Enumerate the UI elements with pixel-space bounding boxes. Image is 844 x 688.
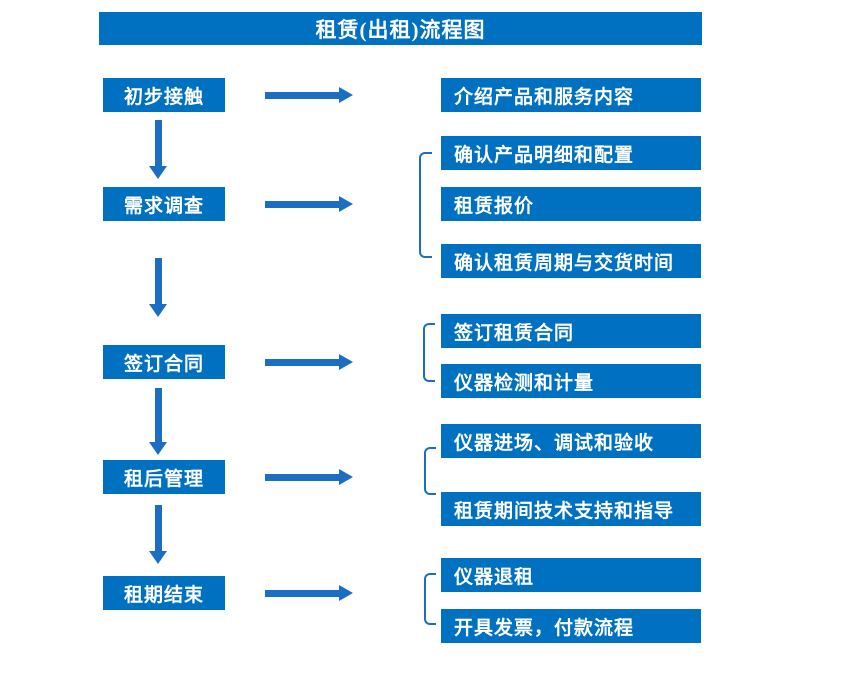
arrow-shaft <box>265 91 339 99</box>
group-bracket <box>419 152 432 258</box>
detail-box-instrument-setup: 仪器进场、调试和验收 <box>441 424 701 458</box>
group-bracket <box>423 323 435 382</box>
arrow-head <box>149 304 167 317</box>
arrow-shaft <box>265 589 339 597</box>
arrow-right-icon <box>265 469 353 485</box>
arrow-head <box>339 354 353 370</box>
detail-box-rental-quote: 租赁报价 <box>441 187 701 221</box>
arrow-head <box>339 196 353 212</box>
step-box-lease-end: 租期结束 <box>103 576 225 610</box>
arrow-down-icon <box>149 258 167 317</box>
detail-box-tech-support: 租赁期间技术支持和指导 <box>441 492 701 526</box>
detail-box-confirm-product-details: 确认产品明细和配置 <box>441 136 701 170</box>
arrow-shaft <box>154 505 162 551</box>
arrow-down-icon <box>149 120 167 179</box>
detail-box-sign-rental-contract: 签订租赁合同 <box>441 314 701 348</box>
detail-box-introduce-products: 介绍产品和服务内容 <box>441 78 701 112</box>
step-box-demand-survey: 需求调查 <box>103 187 225 221</box>
arrow-shaft <box>265 200 339 208</box>
arrow-right-icon <box>265 585 353 601</box>
page-title: 租赁(出租)流程图 <box>99 12 702 45</box>
arrow-shaft <box>154 388 162 442</box>
step-box-sign-contract: 签订合同 <box>103 345 225 379</box>
arrow-shaft <box>154 120 162 166</box>
arrow-shaft <box>265 473 339 481</box>
detail-box-invoice-payment: 开具发票，付款流程 <box>441 609 701 643</box>
arrow-head <box>339 469 353 485</box>
detail-box-confirm-rental-period: 确认租赁周期与交货时间 <box>441 244 701 278</box>
arrow-shaft <box>265 358 339 366</box>
arrow-head <box>149 442 167 455</box>
arrow-shaft <box>154 258 162 304</box>
page-title-text: 租赁(出租)流程图 <box>315 17 486 42</box>
arrow-head <box>339 585 353 601</box>
group-bracket <box>424 447 436 495</box>
step-box-post-rental-management: 租后管理 <box>103 460 225 494</box>
step-box-initial-contact: 初步接触 <box>103 78 225 112</box>
arrow-right-icon <box>265 196 353 212</box>
arrow-down-icon <box>149 388 167 455</box>
detail-box-instrument-return: 仪器退租 <box>441 558 701 592</box>
group-bracket <box>424 573 436 625</box>
arrow-right-icon <box>265 87 353 103</box>
detail-box-instrument-testing: 仪器检测和计量 <box>441 364 701 398</box>
arrow-down-icon <box>149 505 167 564</box>
arrow-head <box>149 166 167 179</box>
arrow-head <box>339 87 353 103</box>
arrow-right-icon <box>265 354 353 370</box>
arrow-head <box>149 551 167 564</box>
